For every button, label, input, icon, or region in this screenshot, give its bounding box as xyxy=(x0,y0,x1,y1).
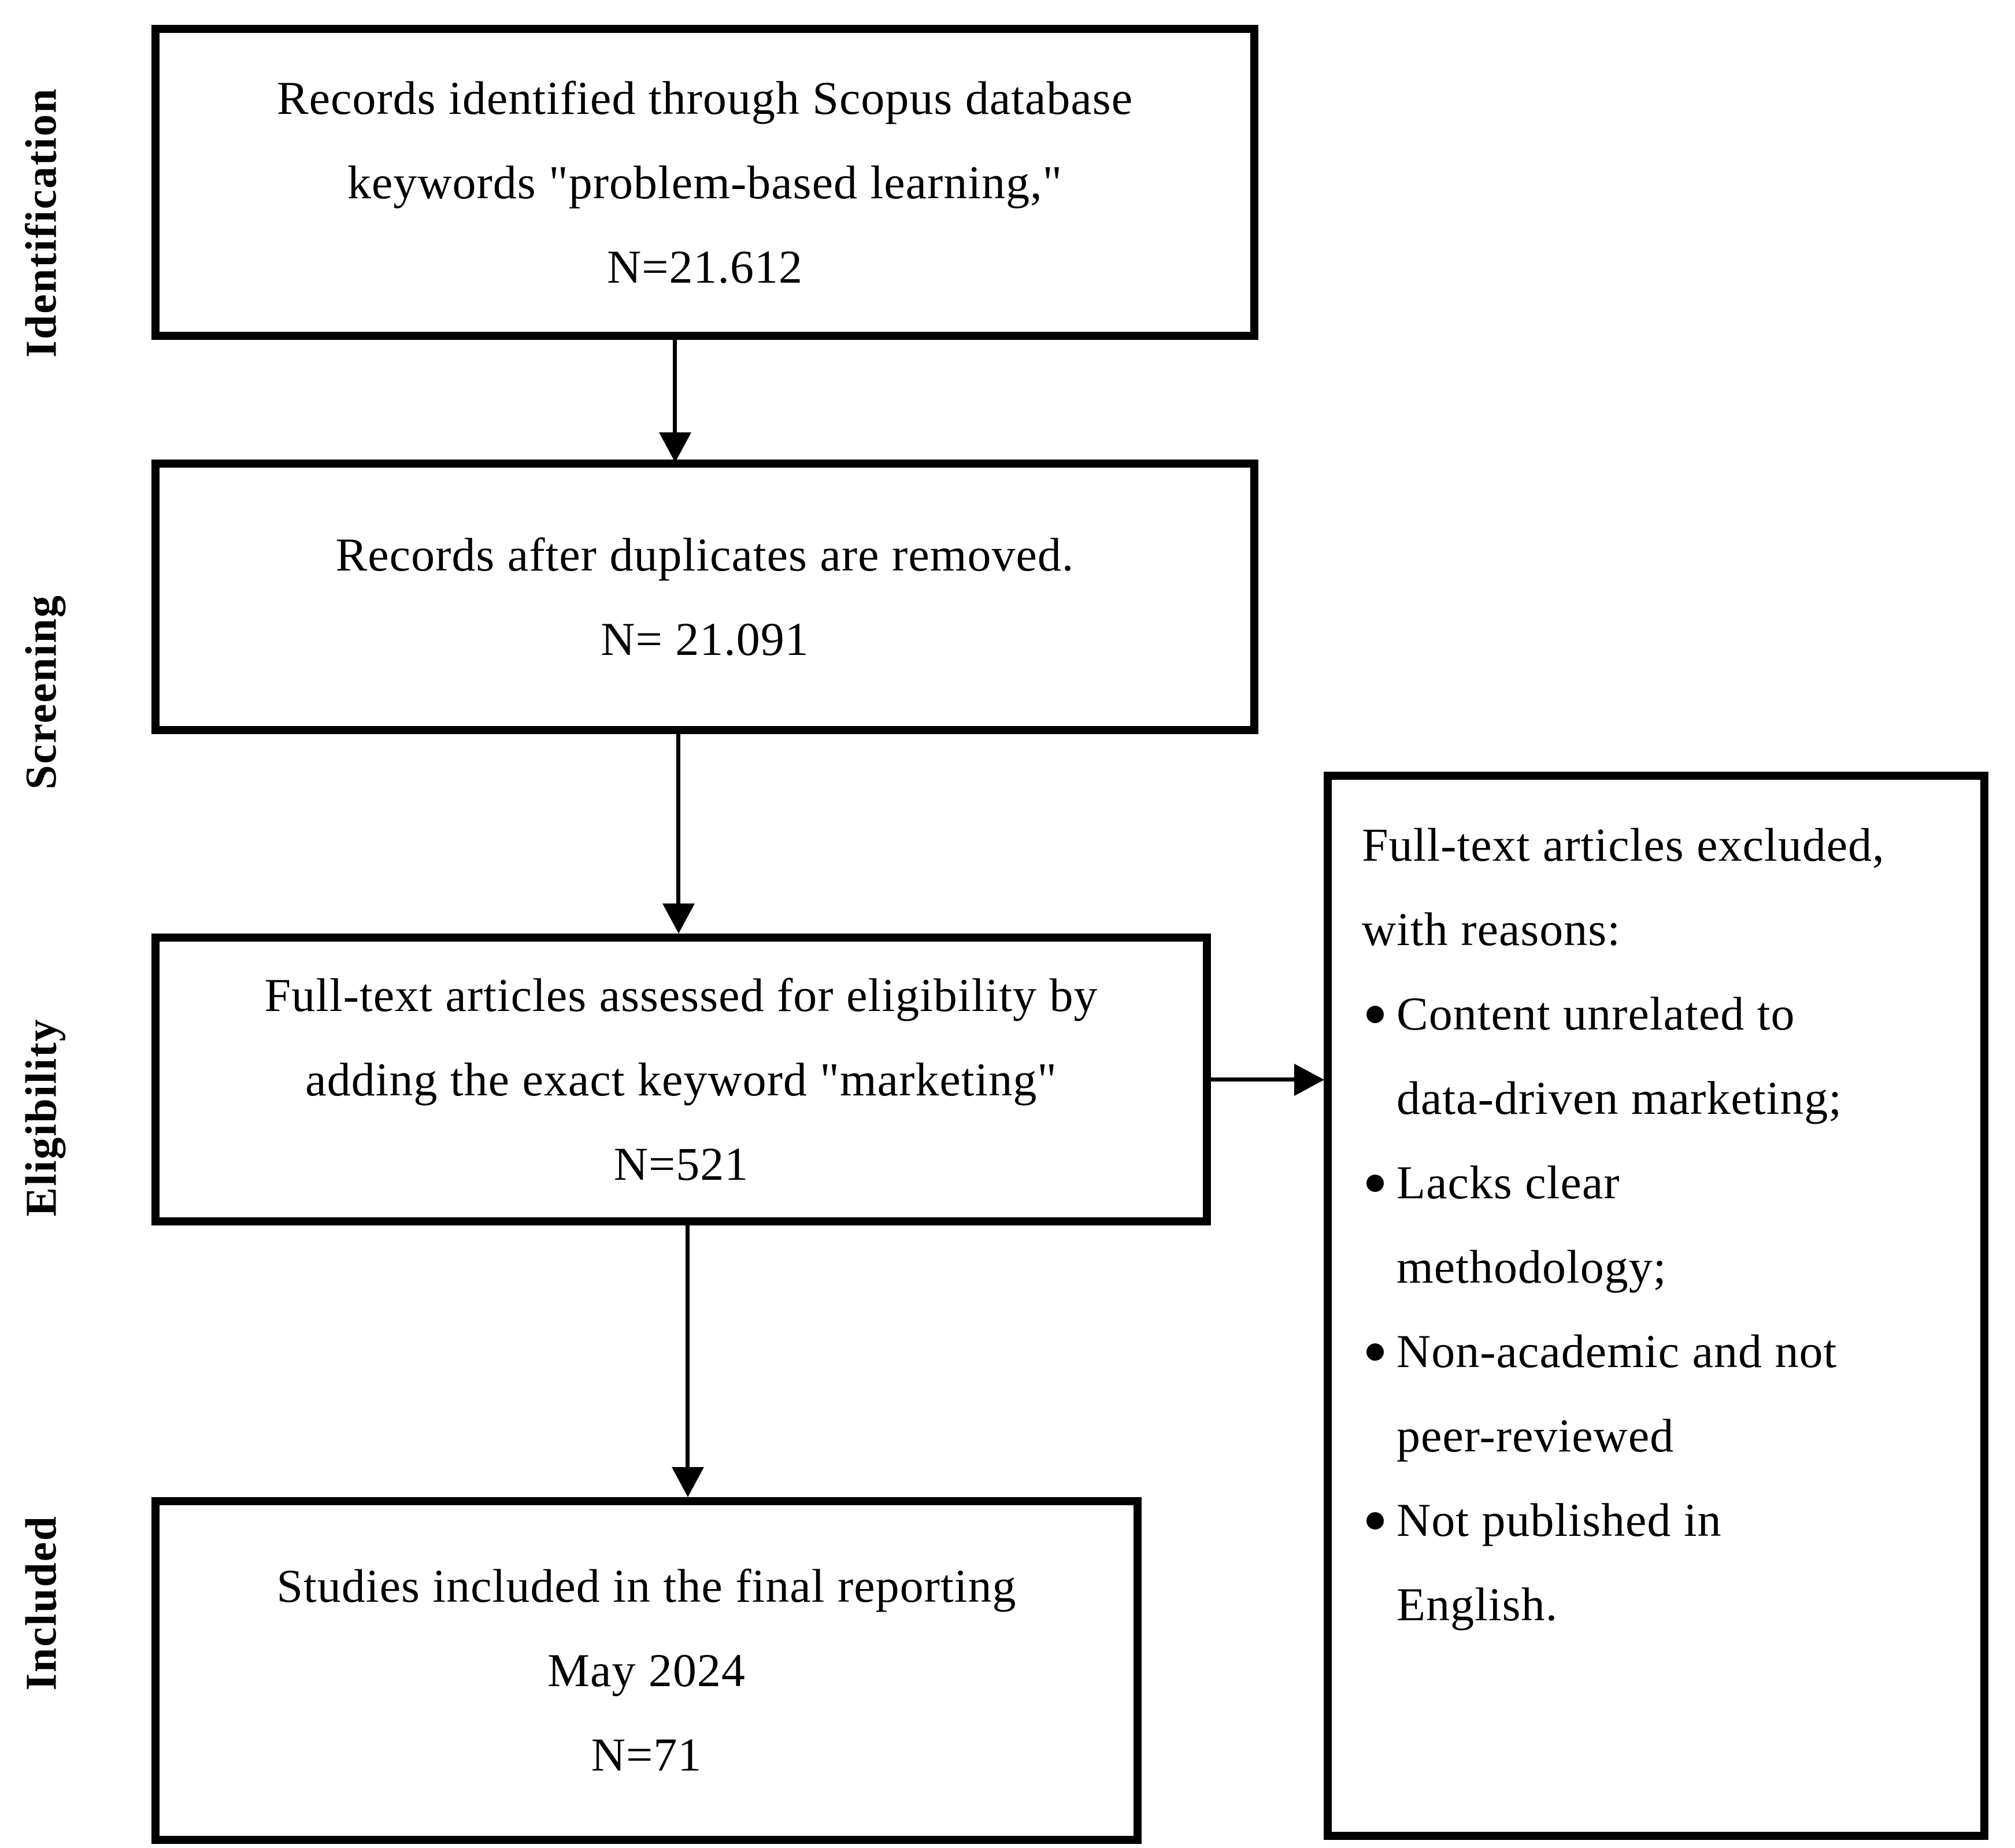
box-records-identified: Records identified through Scopus databa… xyxy=(151,25,1258,340)
stage-label-identification: Identification xyxy=(17,87,66,358)
exclusion-reason-4-line-2: English. xyxy=(1397,1578,1558,1631)
exclusion-reason-2-line-2: methodology; xyxy=(1397,1240,1667,1293)
arrow-eligibility-to-exclusion xyxy=(1211,1077,1295,1082)
box-fulltext-assessed-count: N=521 xyxy=(613,1137,749,1190)
box-records-identified-line-2: keywords "problem-based learning," xyxy=(347,155,1063,209)
exclusion-reason-2-line-1: Lacks clear xyxy=(1397,1156,1620,1209)
box-studies-included: Studies included in the final reporting … xyxy=(151,1497,1142,1844)
box-studies-included-line-1: Studies included in the final reporting xyxy=(276,1560,1017,1612)
box-records-identified-line-1: Records identified through Scopus databa… xyxy=(276,71,1134,124)
box-duplicates-removed-count: N= 21.091 xyxy=(601,612,809,665)
stage-label-screening: Screening xyxy=(17,594,66,790)
box-duplicates-removed-line-1: Records after duplicates are removed. xyxy=(335,528,1075,581)
box-studies-included-date: May 2024 xyxy=(547,1644,746,1697)
box-records-identified-count: N=21.612 xyxy=(607,240,803,293)
box-fulltext-assessed-line-2: adding the exact keyword "marketing" xyxy=(305,1053,1057,1106)
exclusion-heading-line-2: with reasons: xyxy=(1362,903,1621,956)
exclusion-reason-3-line-1: Non-academic and not xyxy=(1397,1325,1838,1377)
arrow-eligibility-to-included xyxy=(686,1225,690,1468)
arrow-identification-to-screening xyxy=(673,340,677,434)
arrow-screening-to-eligibility xyxy=(676,734,680,905)
exclusion-reason-item: Content unrelated to data-driven marketi… xyxy=(1362,972,1957,1140)
stage-label-included: Included xyxy=(17,1515,66,1691)
exclusion-reason-1-line-1: Content unrelated to xyxy=(1397,987,1795,1040)
exclusion-reason-item: Lacks clear methodology; xyxy=(1362,1140,1957,1309)
box-fulltext-assessed-line-1: Full-text articles assessed for eligibil… xyxy=(264,968,1098,1021)
exclusion-heading-line-1: Full-text articles excluded, xyxy=(1362,819,1885,871)
exclusion-reason-1-line-2: data-driven marketing; xyxy=(1397,1072,1843,1124)
box-fulltext-assessed: Full-text articles assessed for eligibil… xyxy=(151,934,1211,1225)
exclusion-heading: Full-text articles excluded, with reason… xyxy=(1362,803,1957,972)
box-duplicates-removed: Records after duplicates are removed. N=… xyxy=(151,460,1258,734)
exclusion-reason-item: Not published in English. xyxy=(1362,1478,1957,1647)
exclusion-reason-list: Content unrelated to data-driven marketi… xyxy=(1362,972,1957,1647)
exclusion-reason-item: Non-academic and not peer-reviewed xyxy=(1362,1309,1957,1478)
exclusion-reason-3-line-2: peer-reviewed xyxy=(1397,1409,1675,1462)
exclusion-reason-4-line-1: Not published in xyxy=(1397,1494,1722,1546)
box-studies-included-count: N=71 xyxy=(591,1728,702,1781)
stage-label-eligibility: Eligibility xyxy=(17,1018,66,1217)
box-fulltext-excluded: Full-text articles excluded, with reason… xyxy=(1324,772,1988,1840)
